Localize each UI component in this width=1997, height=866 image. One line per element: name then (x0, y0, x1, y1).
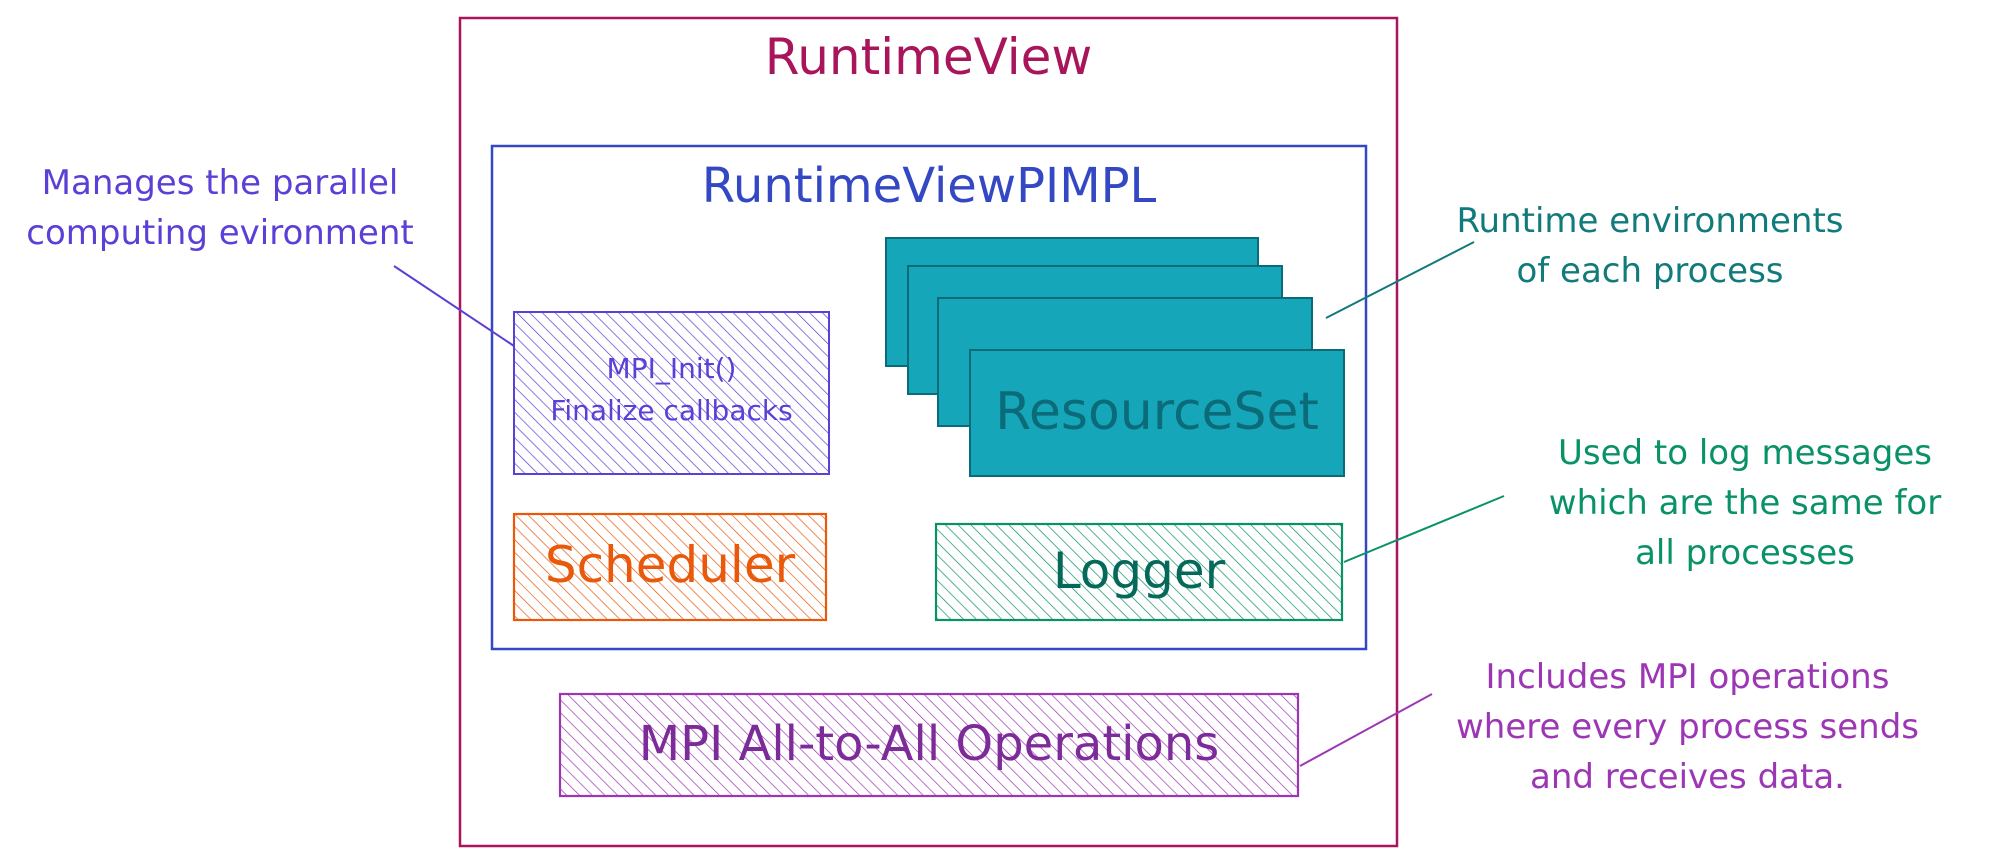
runtime-view-box (458, 16, 1399, 848)
runtime-envs-annotation-line1: Runtime environments (1456, 201, 1844, 241)
resource-set-card-4 (969, 349, 1345, 477)
mpi-annotation: Includes MPI operations where every proc… (1420, 652, 1955, 802)
logger-annotation-line3: all processes (1635, 533, 1855, 573)
mpi-annotation-line3: and receives data. (1530, 757, 1845, 797)
logger-connector (1343, 495, 1505, 563)
init-box (513, 311, 830, 475)
manages-connector (393, 265, 515, 347)
resource-set-stack (885, 237, 1345, 477)
pimpl-title: RuntimeViewPIMPL (701, 158, 1157, 214)
resource-set-label: ResourceSet (995, 382, 1319, 442)
manages-annotation-line2: computing evironment (26, 213, 414, 253)
runtime-envs-annotation: Runtime environments of each process (1440, 196, 1860, 296)
init-box-line2: Finalize callbacks (550, 394, 793, 427)
manages-annotation-line1: Manages the parallel (41, 163, 399, 203)
mpi-annotation-line2: where every process sends (1455, 707, 1920, 747)
runtime-envs-annotation-line2: of each process (1516, 251, 1784, 291)
mpi-ops-label: MPI All-to-All Operations (638, 716, 1220, 772)
manages-annotation: Manages the parallel computing evironmen… (10, 158, 430, 258)
scheduler-box (512, 512, 828, 622)
init-box-line1: MPI_Init() (606, 352, 737, 385)
mpi-annotation-line1: Includes MPI operations (1485, 657, 1890, 697)
logger-box (934, 522, 1344, 622)
runtime-view-title: RuntimeView (764, 28, 1093, 86)
logger-annotation-line1: Used to log messages (1558, 433, 1932, 473)
logger-annotation-line2: which are the same for (1548, 483, 1942, 523)
mpi-ops-box (558, 692, 1300, 798)
scheduler-label: Scheduler (544, 536, 796, 594)
runtime-envs-connector (1325, 241, 1475, 319)
mpi-connector (1299, 693, 1433, 767)
logger-label: Logger (1052, 542, 1226, 600)
pimpl-box (490, 144, 1368, 651)
logger-annotation: Used to log messages which are the same … (1500, 428, 1990, 578)
